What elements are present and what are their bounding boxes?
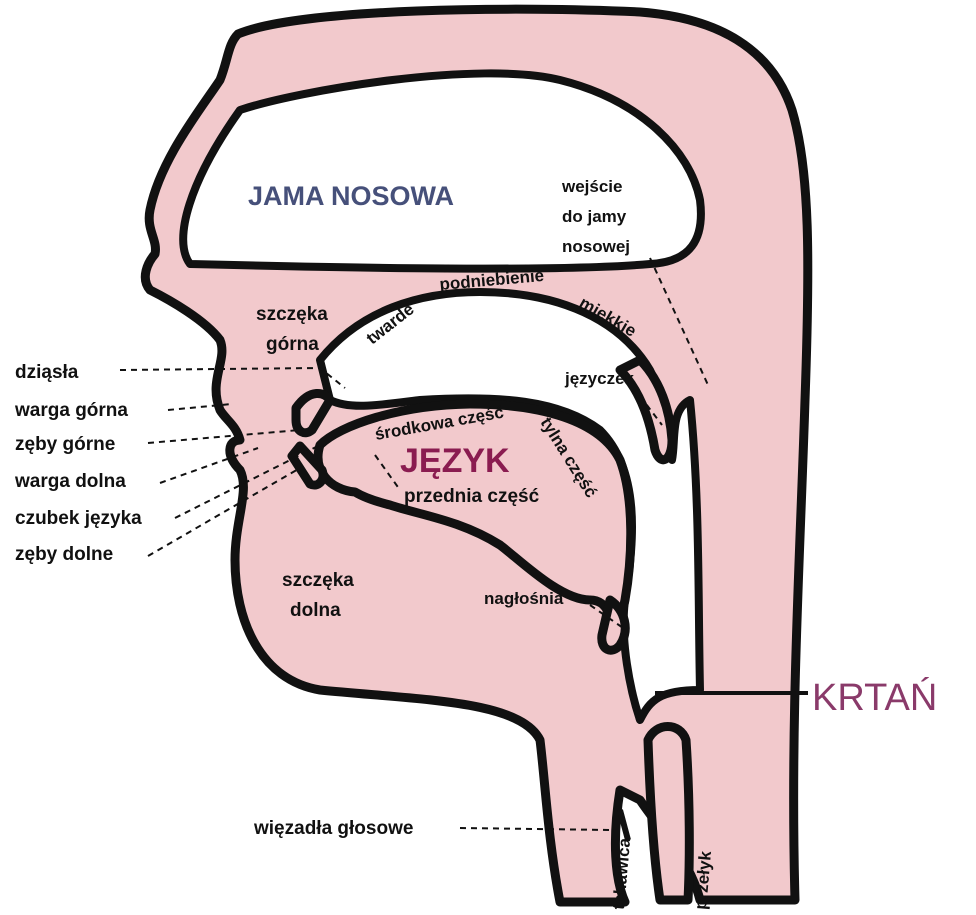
trachea-tube bbox=[648, 727, 689, 901]
label-nasal-cavity: JAMA NOSOWA bbox=[248, 181, 454, 211]
label-lower-jaw-1: szczęka bbox=[282, 570, 354, 591]
label-tongue: JĘZYK bbox=[400, 442, 510, 480]
label-vocal-cords: więzadła głosowe bbox=[253, 818, 413, 839]
label-epiglottis: nagłośnia bbox=[484, 589, 564, 608]
label-upper-jaw-2: górna bbox=[266, 334, 319, 355]
label-nasal-entrance-1: wejście bbox=[561, 177, 623, 196]
label-lower-jaw-2: dolna bbox=[290, 600, 341, 621]
label-upper-lip: warga górna bbox=[14, 400, 128, 421]
label-nasal-entrance-2: do jamy bbox=[562, 207, 627, 226]
label-uvula: języczek bbox=[564, 369, 635, 388]
label-nasal-entrance-3: nosowej bbox=[562, 237, 630, 256]
label-front-part: przednia część bbox=[404, 486, 540, 507]
label-upper-teeth: zęby górne bbox=[15, 434, 115, 455]
epiglottis-shape bbox=[602, 600, 625, 650]
label-tongue-tip: czubek języka bbox=[15, 508, 142, 529]
label-lower-lip: warga dolna bbox=[14, 471, 126, 492]
vocal-cords-mark bbox=[620, 810, 628, 840]
label-lower-teeth: zęby dolne bbox=[15, 544, 113, 565]
label-gums: dziąsła bbox=[15, 362, 79, 383]
label-larynx: KRTAŃ bbox=[812, 676, 937, 719]
label-upper-jaw-1: szczęka bbox=[256, 304, 328, 325]
